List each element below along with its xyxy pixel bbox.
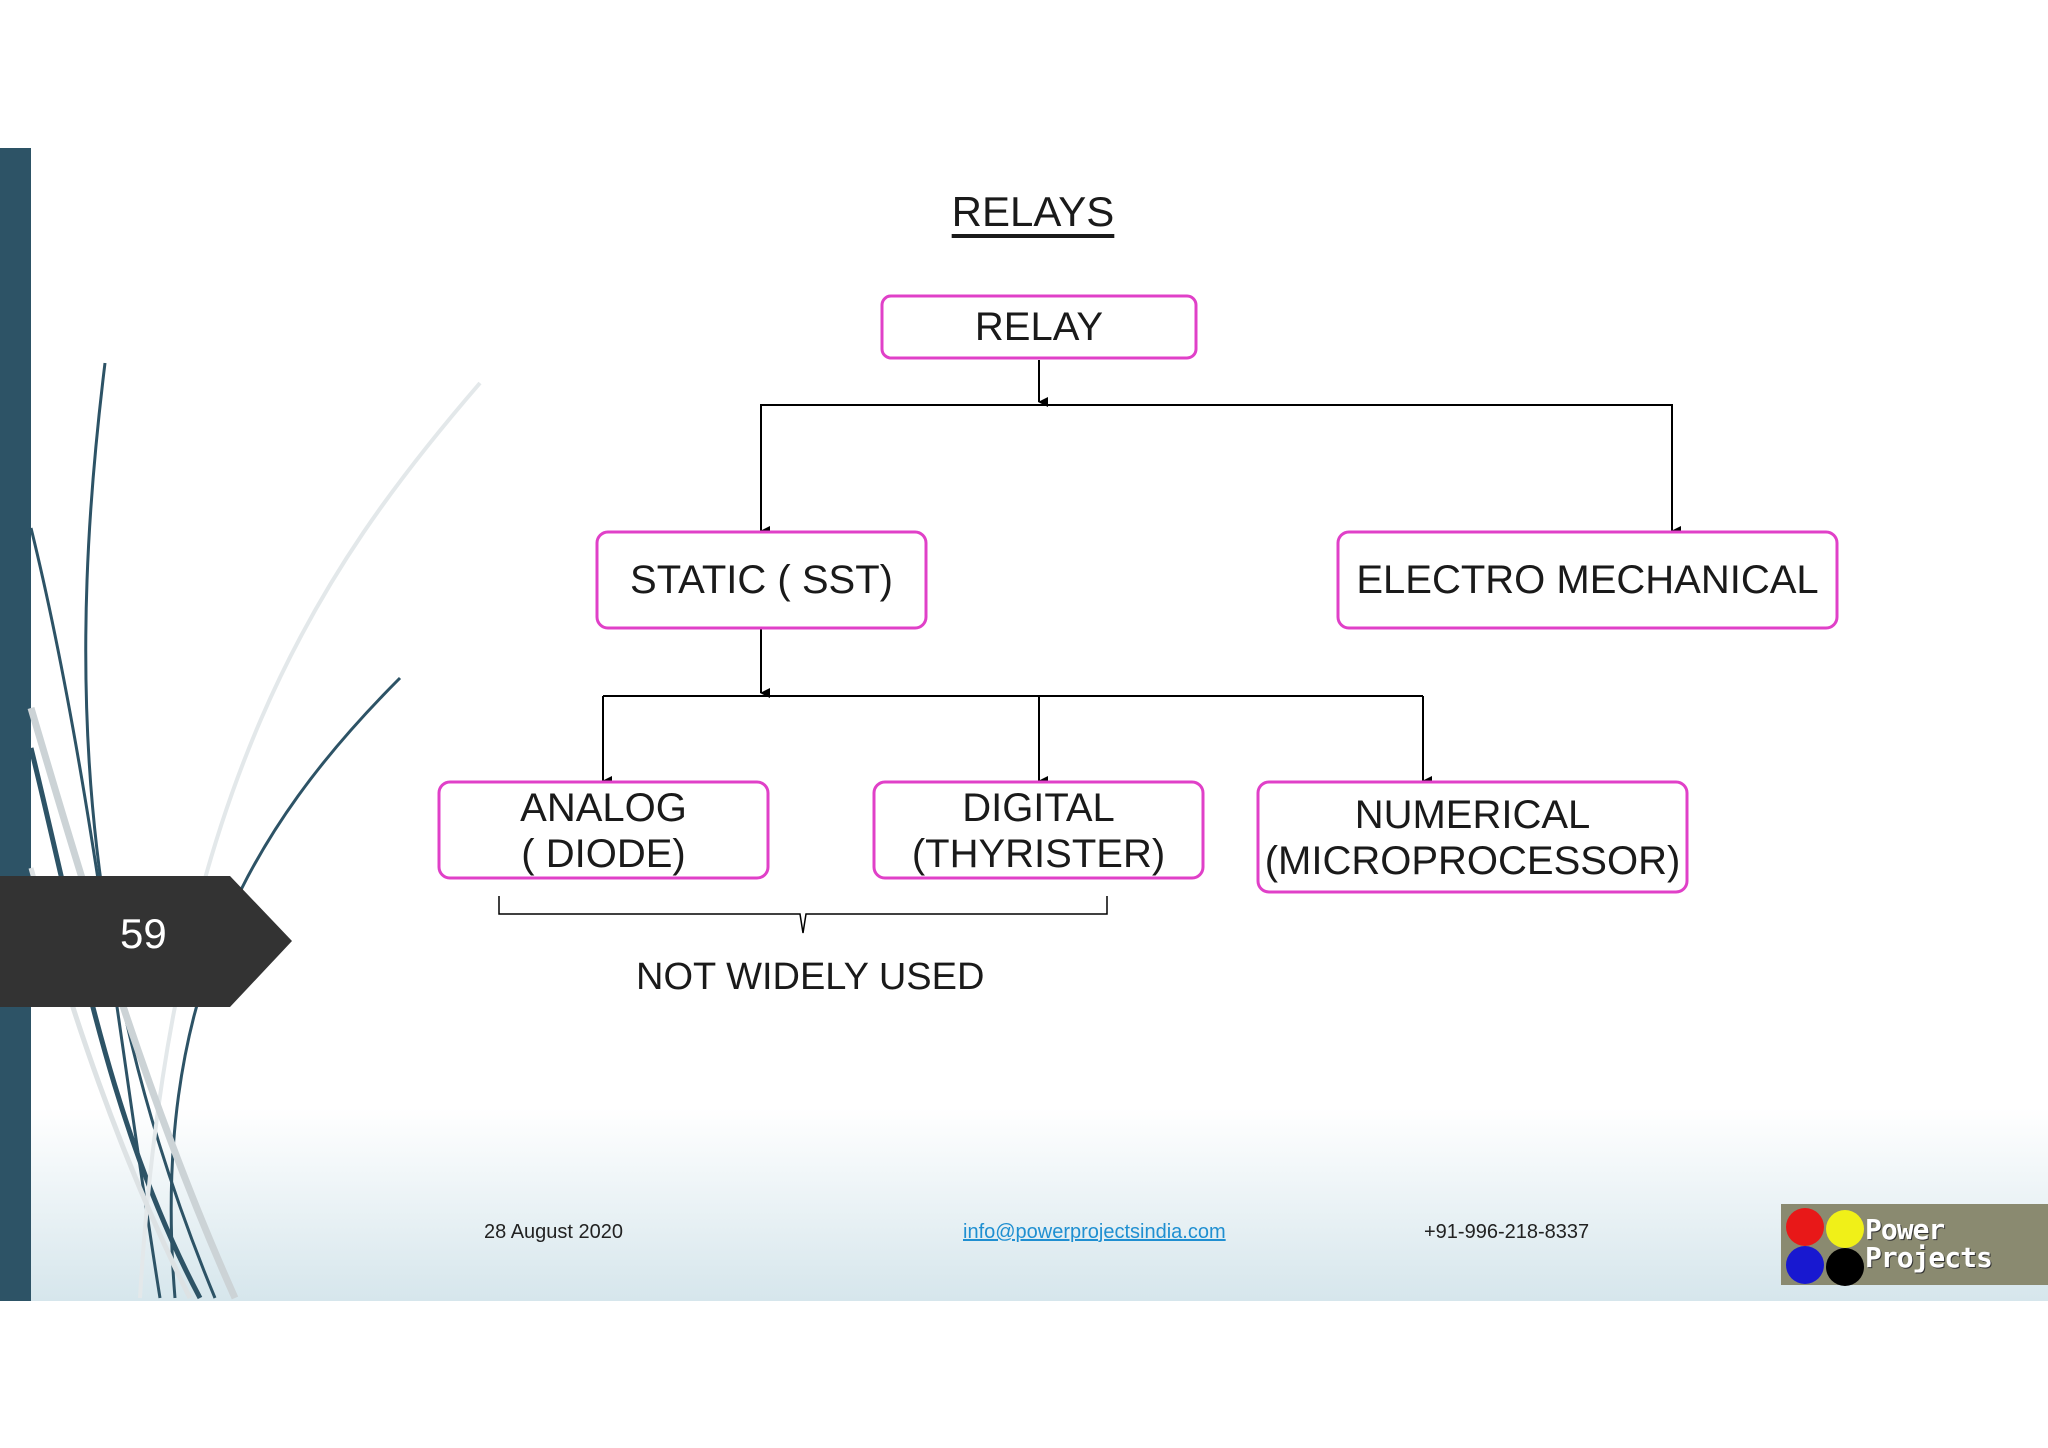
node-digital-line1: DIGITAL [962,786,1115,830]
footer-phone: +91-996-218-8337 [1424,1221,1590,1243]
box-analog [437,780,770,880]
node-analog-line2: ( DIODE) [521,832,686,876]
node-electro-label: ELECTRO MECHANICAL [1356,558,1819,602]
slide-title: RELAYS [951,188,1115,235]
footer-email-link[interactable]: info@powerprojectsindia.com [963,1221,1226,1244]
logo-dot-red [1786,1208,1824,1246]
box-relay [880,294,1198,360]
node-static-label: STATIC ( SST) [630,558,893,602]
box-electro [1336,530,1839,630]
node-numerical-line2: (MICROPROCESSOR) [1264,839,1681,883]
logo-word-projects: Projects [1865,1241,1993,1274]
page-number: 59 [120,910,167,957]
node-digital-line2: (THYRISTER) [911,832,1166,876]
logo-dot-yellow [1826,1210,1864,1248]
email-link-text[interactable]: info@powerprojectsindia.com [963,1221,1226,1243]
node-relay-label: RELAY [974,305,1104,349]
slide: 59 RELAYS RELAY STAT [0,148,2048,1301]
logo-word-power: Power [1865,1213,1945,1246]
node-numerical-label: NUMERICAL (MICROPROCESSOR) [1258,792,1687,884]
node-numerical-line1: NUMERICAL [1354,793,1591,837]
footer-gradient [0,1108,2048,1301]
decorative-curves [27,362,482,1300]
node-analog-line1: ANALOG [520,786,687,830]
node-analog-label: ANALOG ( DIODE) [439,785,768,877]
not-widely-used-note: NOT WIDELY USED [636,956,985,998]
box-static [595,530,928,630]
node-digital-label: DIGITAL (THYRISTER) [874,785,1203,877]
box-numerical [1256,780,1689,894]
footer-date: 28 August 2020 [484,1221,624,1243]
left-accent-bar [0,148,31,1301]
brace [498,896,1108,934]
box-digital [872,780,1205,880]
logo-dot-blue [1786,1246,1824,1284]
page-number-tab [0,876,292,1007]
relay-tree-diagram [437,294,1839,934]
logo-dot-black [1826,1248,1864,1286]
power-projects-logo: Power Projects [1781,1204,2048,1286]
